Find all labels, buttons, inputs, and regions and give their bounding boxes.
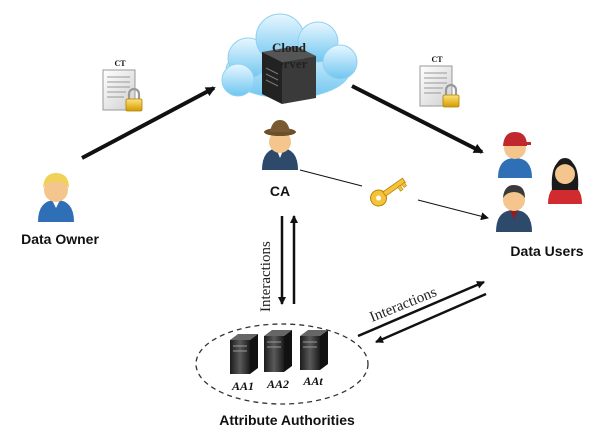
attribute-authorities-boundary bbox=[195, 323, 369, 405]
key-icon bbox=[370, 177, 407, 207]
cloud-server-label-line1: Cloud bbox=[272, 40, 307, 55]
server-rack-icon bbox=[300, 330, 328, 370]
cloud-server-icon: Cloud Server bbox=[221, 13, 358, 104]
cloud-server-label-line2: Server bbox=[271, 56, 308, 71]
server-rack-icon bbox=[264, 330, 292, 372]
ca-person-icon bbox=[262, 120, 298, 170]
ca-label: CA bbox=[270, 183, 290, 199]
key-to-users-arrow bbox=[417, 199, 489, 221]
aat-label: AAt bbox=[302, 374, 323, 388]
interactions-label-vertical: Interactions bbox=[258, 241, 274, 312]
ct-label-right: CT bbox=[431, 55, 443, 64]
person-icon bbox=[496, 185, 532, 232]
aa2-label: AA2 bbox=[266, 377, 289, 391]
upload-arrow bbox=[81, 86, 216, 160]
data-owner-label: Data Owner bbox=[21, 231, 99, 247]
download-arrow bbox=[351, 84, 484, 154]
ct-label-left: CT bbox=[114, 59, 126, 68]
server-rack-icon bbox=[230, 334, 258, 374]
document-lock-icon: CT bbox=[102, 59, 143, 112]
interaction-arrow-to-aa bbox=[375, 292, 487, 344]
data-users-group-icon bbox=[496, 132, 582, 232]
data-users-label: Data Users bbox=[510, 243, 583, 259]
person-icon bbox=[498, 132, 532, 178]
attribute-authorities-label: Attribute Authorities bbox=[219, 412, 355, 428]
person-icon bbox=[548, 158, 582, 204]
data-owner-person-icon bbox=[38, 173, 74, 222]
ca-to-key-line bbox=[299, 169, 363, 187]
interaction-arrow-to-users bbox=[357, 280, 485, 338]
aa1-label: AA1 bbox=[231, 379, 254, 393]
server-box-icon bbox=[262, 46, 316, 104]
document-lock-icon: CT bbox=[419, 55, 460, 108]
